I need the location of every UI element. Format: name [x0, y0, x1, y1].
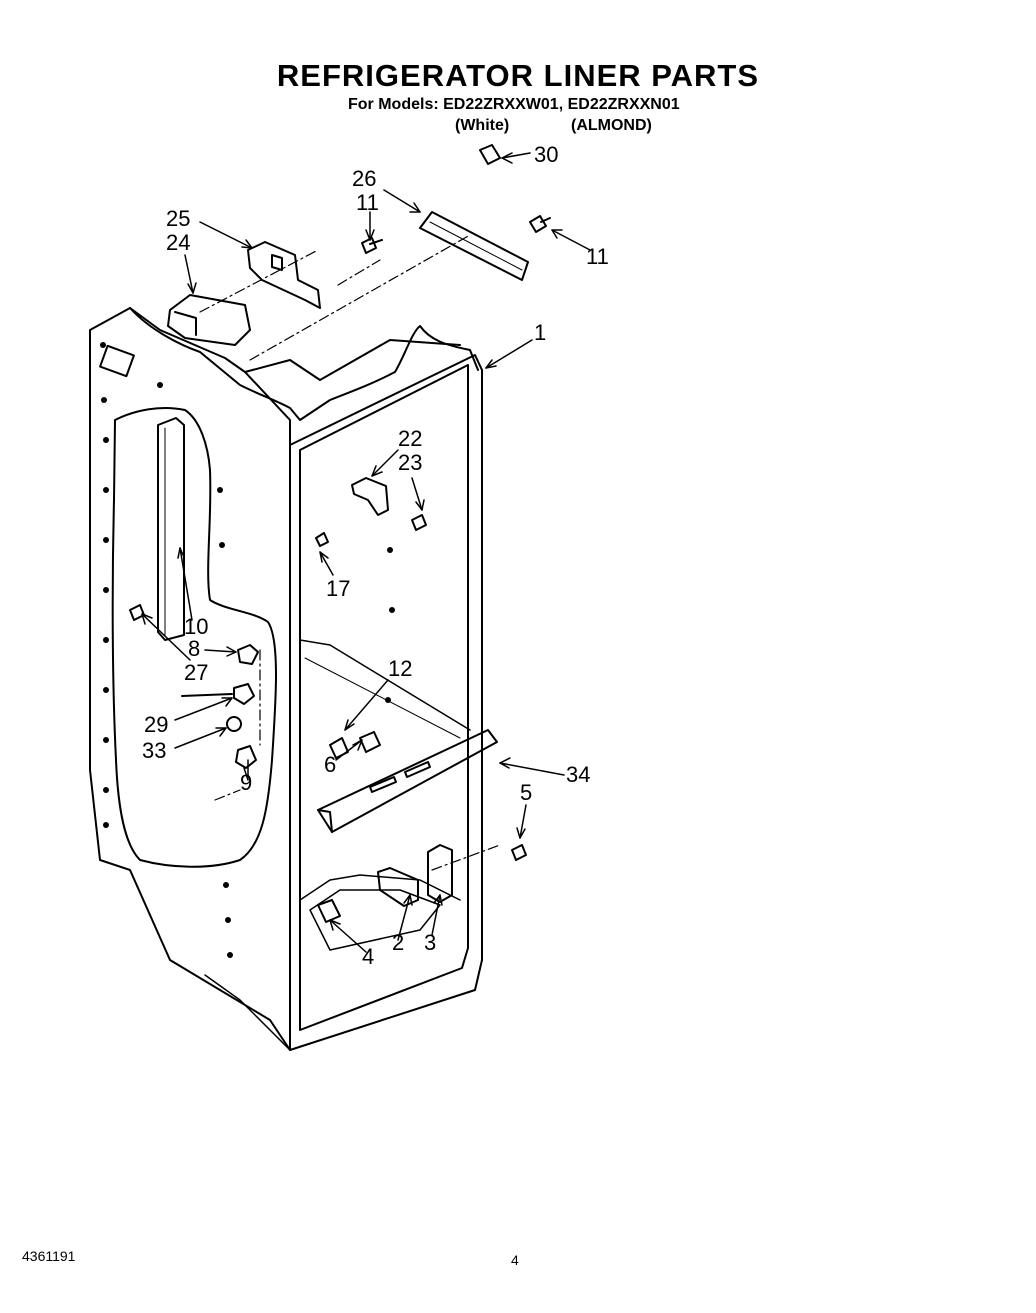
parts-6-12 [329, 731, 381, 759]
callout-26: 26 [352, 166, 376, 191]
part-34-cover [317, 729, 498, 833]
part-26-channel [419, 211, 529, 281]
callout-11a: 11 [356, 190, 379, 215]
part-22-bracket [351, 477, 389, 516]
callout-11b: 11 [586, 244, 609, 269]
liner-body [89, 307, 483, 1051]
callout-24: 24 [166, 230, 190, 255]
callout-30: 30 [534, 142, 558, 167]
callout-34: 34 [566, 762, 590, 787]
callout-2: 2 [392, 930, 404, 955]
leader-arrows [141, 152, 591, 953]
callout-4: 4 [362, 944, 374, 969]
color-white-label: (White) [455, 117, 510, 134]
screws [129, 144, 551, 861]
callout-29: 29 [144, 712, 168, 737]
callout-3: 3 [424, 930, 436, 955]
callout-6: 6 [324, 752, 336, 777]
callout-9: 9 [240, 770, 252, 795]
callout-22: 22 [398, 426, 422, 451]
parts-2-3-4 [317, 844, 453, 923]
callout-23: 23 [398, 450, 422, 475]
callout-5: 5 [520, 780, 532, 805]
part-25-bracket [247, 241, 321, 309]
part-24-housing [167, 294, 251, 346]
light-socket-parts [181, 644, 259, 769]
callout-1: 1 [534, 320, 546, 345]
document-number: 4361191 [22, 1248, 76, 1264]
callout-12: 12 [388, 656, 412, 681]
alignment-lines [199, 234, 501, 871]
page-title: REFRIGERATOR LINER PARTS [276, 58, 760, 93]
callout-8: 8 [188, 636, 200, 661]
page-number: 4 [511, 1252, 519, 1268]
models-line: For Models: ED22ZRXXW01, ED22ZRXXN01 [348, 96, 680, 113]
callout-17: 17 [326, 576, 350, 601]
callout-33: 33 [142, 738, 166, 763]
callout-labels: 30 26 11 11 25 24 1 22 23 17 10 8 27 12 … [142, 142, 609, 969]
callout-10: 10 [184, 614, 208, 639]
callout-25: 25 [166, 206, 190, 231]
callout-27: 27 [184, 660, 208, 685]
color-almond-label: (ALMOND) [571, 117, 652, 134]
